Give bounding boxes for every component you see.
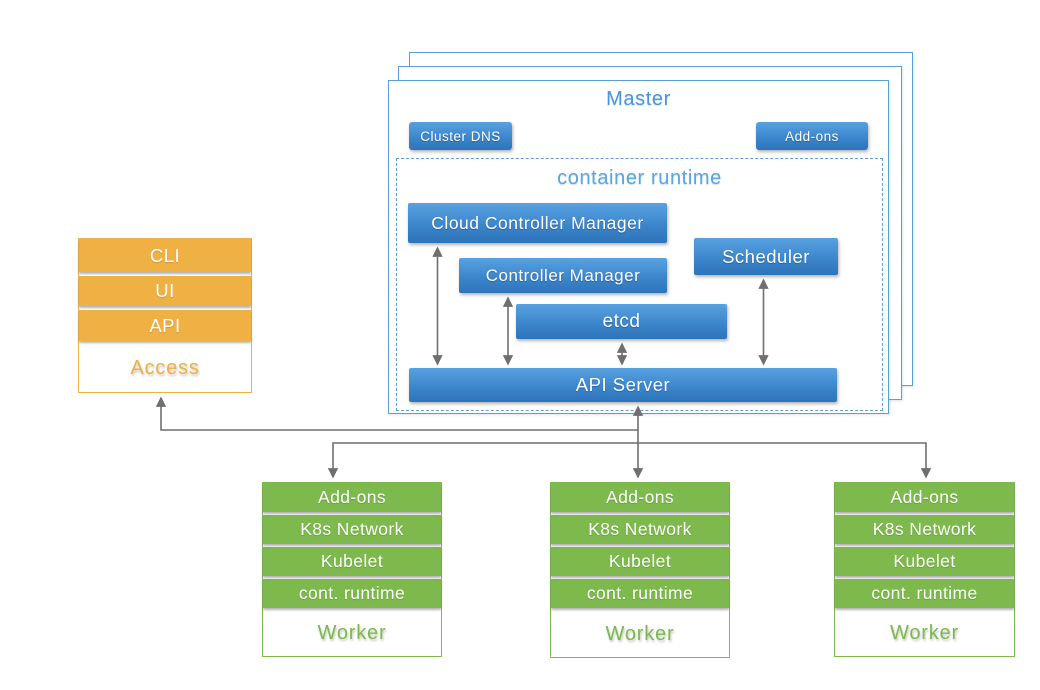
etcd-box: etcd xyxy=(516,304,727,339)
cli-bar: CLI xyxy=(79,239,251,272)
cluster-dns-box: Cluster DNS xyxy=(409,122,512,150)
worker-node-1: Add-ons K8s Network Kubelet cont. runtim… xyxy=(262,482,442,657)
access-node-box: CLI UI API Access xyxy=(78,238,252,393)
worker1-k8s-network-bar: K8s Network xyxy=(263,515,441,544)
worker2-kubelet-bar: Kubelet xyxy=(551,547,729,576)
worker3-kubelet-bar: Kubelet xyxy=(835,547,1014,576)
arrow-apiserver-worker3-icon xyxy=(638,442,932,479)
access-label: Access xyxy=(130,357,200,379)
worker3-addons-bar: Add-ons xyxy=(835,483,1014,512)
scheduler-box: Scheduler xyxy=(694,238,838,275)
api-bar: API xyxy=(79,310,251,341)
worker-node-3: Add-ons K8s Network Kubelet cont. runtim… xyxy=(834,482,1015,657)
api-server-box: API Server xyxy=(409,368,837,402)
worker3-k8s-network-bar: K8s Network xyxy=(835,515,1014,544)
master-title: Master xyxy=(606,88,671,110)
worker3-cont-runtime-bar: cont. runtime xyxy=(835,579,1014,608)
ui-bar: UI xyxy=(79,276,251,306)
worker1-kubelet-bar: Kubelet xyxy=(263,547,441,576)
addons-master-box: Add-ons xyxy=(756,122,868,150)
worker2-cont-runtime-bar: cont. runtime xyxy=(551,579,729,608)
controller-manager-box: Controller Manager xyxy=(459,258,667,293)
worker-node-2: Add-ons K8s Network Kubelet cont. runtim… xyxy=(550,482,730,658)
worker2-label: Worker xyxy=(605,622,675,645)
worker2-addons-bar: Add-ons xyxy=(551,483,729,512)
arrow-apiserver-worker1-icon xyxy=(327,442,638,479)
worker1-label: Worker xyxy=(317,622,387,644)
worker1-cont-runtime-bar: cont. runtime xyxy=(263,579,441,608)
cloud-controller-manager-box: Cloud Controller Manager xyxy=(408,203,667,243)
worker3-label: Worker xyxy=(890,622,959,644)
worker1-addons-bar: Add-ons xyxy=(263,483,441,512)
container-runtime-title: container runtime xyxy=(557,167,722,189)
worker2-k8s-network-bar: K8s Network xyxy=(551,515,729,544)
